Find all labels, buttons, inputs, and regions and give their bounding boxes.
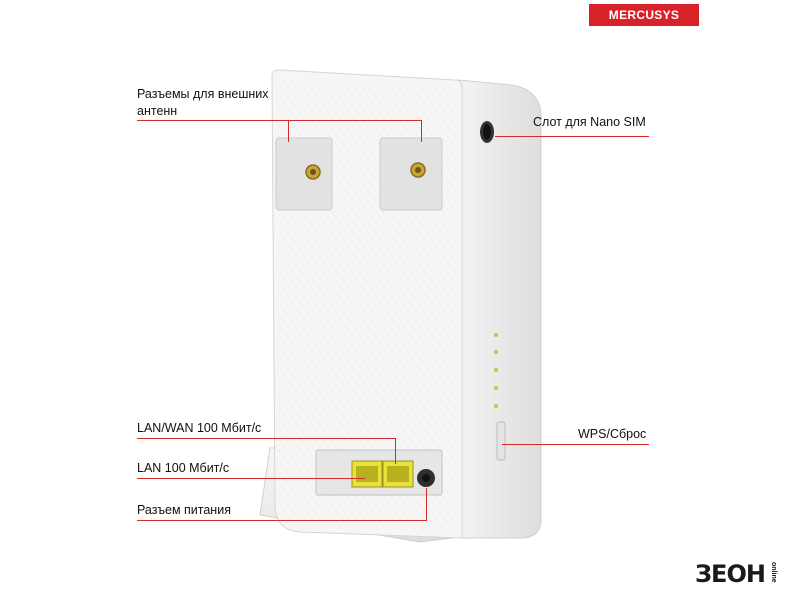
sim-callout-line [495,136,649,137]
led-2 [494,350,498,354]
wps-callout-line [502,444,649,445]
antenna-port-right [379,137,443,211]
lan-label: LAN 100 Мбит/с [137,461,230,475]
logo-text: MERCUSYS [608,8,680,22]
antenna-label-line2: антенн [137,104,178,118]
antenna-label: Разъемы для внешних антенн [137,86,269,120]
watermark-sub: online [770,562,777,583]
power-callout-tick [426,488,427,520]
antenna-callout-line [137,120,422,121]
lan-wan-callout-tick [395,438,396,464]
led-3 [494,368,498,372]
wps-reset-button [496,421,506,461]
router-side-panel [457,79,542,539]
wps-reset-label: WPS/Сброс [578,427,647,441]
mercusys-logo: MERCUSYS [589,4,699,26]
lan-wan-callout-line [137,438,395,439]
power-callout-line [137,520,427,521]
led-4 [494,386,498,390]
lan-wan-label: LAN/WAN 100 Мбит/с [137,421,262,435]
antenna-callout-tick-left [288,120,289,142]
lan-callout-line [137,478,365,479]
antenna-port-left [275,137,333,211]
led-5 [494,404,498,408]
power-label: Разъем питания [137,503,231,517]
sim-slot-label: Слот для Nano SIM [533,115,646,129]
antenna-label-line1: Разъемы для внешних [137,87,269,101]
watermark-logo: ЗЕОН [695,560,766,588]
antenna-callout-tick-right [421,120,422,142]
led-1 [494,333,498,337]
